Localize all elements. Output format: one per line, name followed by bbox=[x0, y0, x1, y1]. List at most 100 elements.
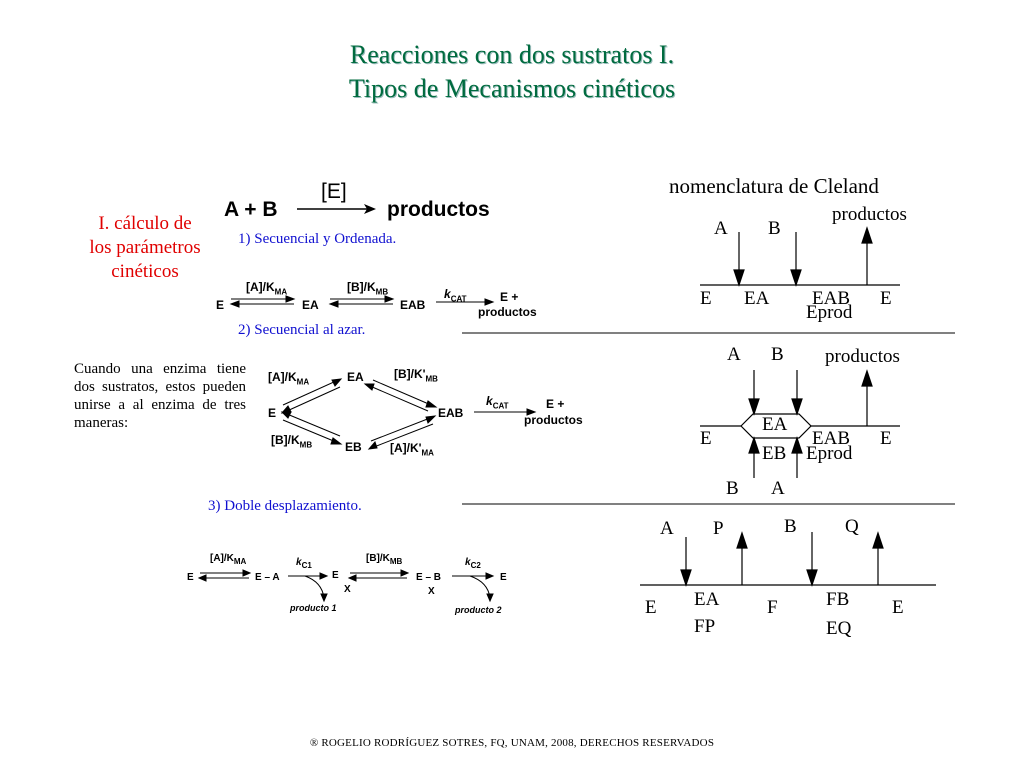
pp-k2-label: [B]/K bbox=[366, 553, 390, 564]
random-k-a-label: [A]/K bbox=[268, 370, 297, 384]
ordered-EAB: EAB bbox=[400, 298, 426, 312]
random-k-a-sub: MA bbox=[296, 377, 310, 387]
cleland-pp-E1: E bbox=[645, 597, 657, 618]
random-k-b2: [B]/K'MB bbox=[394, 367, 438, 383]
cleland-random-A-bot: A bbox=[771, 478, 785, 499]
random-kcat-sub: CAT bbox=[492, 401, 509, 411]
cleland-random-A-top: A bbox=[727, 344, 741, 365]
pp-k2-sub: MB bbox=[389, 557, 403, 566]
pp-k1-sub: MA bbox=[233, 557, 247, 566]
cleland-random-E2: E bbox=[880, 428, 892, 449]
ordered-EA: EA bbox=[302, 298, 319, 312]
pp-product-1: producto 1 bbox=[290, 603, 337, 613]
pp-kc1-label: k bbox=[296, 557, 302, 568]
cleland-ordered-B: B bbox=[768, 218, 781, 239]
random-EB: EB bbox=[345, 440, 362, 454]
pp-EA: E – A bbox=[255, 572, 280, 583]
pp-EB: E – B bbox=[416, 572, 442, 583]
ordered-k1-sub: MA bbox=[274, 287, 288, 297]
pp-k1: [A]/KMA bbox=[210, 553, 246, 566]
pp-X1: X bbox=[344, 584, 351, 595]
ordered-kcat-sub: CAT bbox=[450, 294, 467, 304]
pp-product-2: producto 2 bbox=[455, 605, 502, 615]
intro-text: Cuando una enzima tiene dos sustratos, e… bbox=[74, 361, 246, 431]
random-k-b-label: [B]/K bbox=[271, 433, 300, 447]
cleland-random-B-bot: B bbox=[726, 478, 739, 499]
cleland-pp-Q: Q bbox=[845, 516, 859, 537]
pp-kc2: kC2 bbox=[465, 557, 481, 570]
mechanism-1-heading: 1) Secuencial y Ordenada. bbox=[238, 231, 397, 247]
ordered-k1: [A]/KMA bbox=[246, 280, 287, 296]
pp-kc2-label: k bbox=[465, 557, 471, 568]
cleland-random-EA: EA bbox=[762, 414, 788, 435]
ordered-kcat: kCAT bbox=[444, 287, 467, 303]
cleland-random-EB: EB bbox=[762, 443, 787, 464]
footer-copyright: ® ROGELIO RODRÍGUEZ SOTRES, FQ, UNAM, 20… bbox=[309, 737, 715, 749]
cleland-pp-A: A bbox=[660, 518, 674, 539]
cleland-random-B-top: B bbox=[771, 344, 784, 365]
random-kcat: kCAT bbox=[486, 394, 509, 410]
reaction-reactants: A + B bbox=[224, 198, 278, 221]
pp-kc1: kC1 bbox=[296, 557, 312, 570]
random-products-1: E + bbox=[546, 397, 565, 411]
cleland-pp-P: P bbox=[713, 518, 724, 539]
random-EAB: EAB bbox=[438, 406, 464, 420]
cleland-pp-F: F bbox=[767, 597, 778, 618]
title-line-1: Reacciones con dos sustratos I. bbox=[349, 40, 675, 69]
pp-kc1-sub: C1 bbox=[301, 561, 312, 570]
cleland-pp-EA: EA bbox=[694, 589, 720, 610]
ordered-kcat-label: k bbox=[444, 287, 451, 301]
random-k-a2-sub: MA bbox=[421, 448, 434, 458]
ordered-k2-label: [B]/K bbox=[347, 280, 376, 294]
random-k-b2-label: [B]/K' bbox=[394, 367, 426, 381]
random-k-a2-label: [A]/K' bbox=[390, 441, 422, 455]
pp-kc2-sub: C2 bbox=[470, 561, 481, 570]
cleland-ordered-EA: EA bbox=[744, 288, 770, 309]
cleland-random-E1: E bbox=[700, 428, 712, 449]
ordered-E: E bbox=[216, 298, 225, 312]
random-k-a: [A]/KMA bbox=[268, 370, 309, 386]
cleland-pp-E2: E bbox=[892, 597, 904, 618]
random-k-b2-sub: MB bbox=[425, 374, 438, 384]
random-kcat-label: k bbox=[486, 394, 493, 408]
cleland-ordered-A: A bbox=[714, 218, 728, 239]
reaction-catalyst: [E] bbox=[321, 180, 347, 203]
cleland-random-EAB: EAB bbox=[812, 428, 850, 449]
ordered-k1-label: [A]/K bbox=[246, 280, 275, 294]
cleland-pp-B: B bbox=[784, 516, 797, 537]
pp-k2: [B]/KMB bbox=[366, 553, 402, 566]
cleland-random-Eprod: Eprod bbox=[806, 443, 853, 464]
cleland-ordered-E1: E bbox=[700, 288, 712, 309]
pp-X2: X bbox=[428, 586, 435, 597]
mechanism-2-heading: 2) Secuencial al azar. bbox=[238, 322, 366, 338]
ordered-k2: [B]/KMB bbox=[347, 280, 388, 296]
pp-E2: E bbox=[500, 572, 507, 583]
cleland-ordered-Eprod: Eprod bbox=[806, 302, 853, 323]
ordered-k2-sub: MB bbox=[375, 287, 389, 297]
cleland-pp-FB: FB bbox=[826, 589, 850, 610]
side-label-line-1: I. cálculo de bbox=[98, 213, 192, 234]
random-k-a2: [A]/K'MA bbox=[390, 441, 434, 457]
cleland-ordered-prod: productos bbox=[832, 204, 907, 225]
cleland-pp-FP: FP bbox=[694, 616, 716, 637]
pp-EX: E bbox=[332, 570, 339, 581]
random-k-b-sub: MB bbox=[299, 440, 313, 450]
side-label: I. cálculo de los parámetros cinéticos bbox=[70, 212, 220, 284]
ordered-products-1: E + bbox=[500, 290, 519, 304]
pp-E1: E bbox=[187, 572, 194, 583]
ordered-products-2: productos bbox=[478, 305, 537, 319]
random-EA: EA bbox=[347, 370, 364, 384]
cleland-title: nomenclatura de Cleland bbox=[669, 174, 879, 198]
title-line-2: Tipos de Mecanismos cinéticos bbox=[348, 74, 676, 103]
random-k-b: [B]/KMB bbox=[271, 433, 312, 449]
side-label-line-2: los parámetros bbox=[89, 237, 201, 258]
cleland-random-prod: productos bbox=[825, 346, 900, 367]
side-label-line-3: cinéticos bbox=[111, 261, 179, 282]
